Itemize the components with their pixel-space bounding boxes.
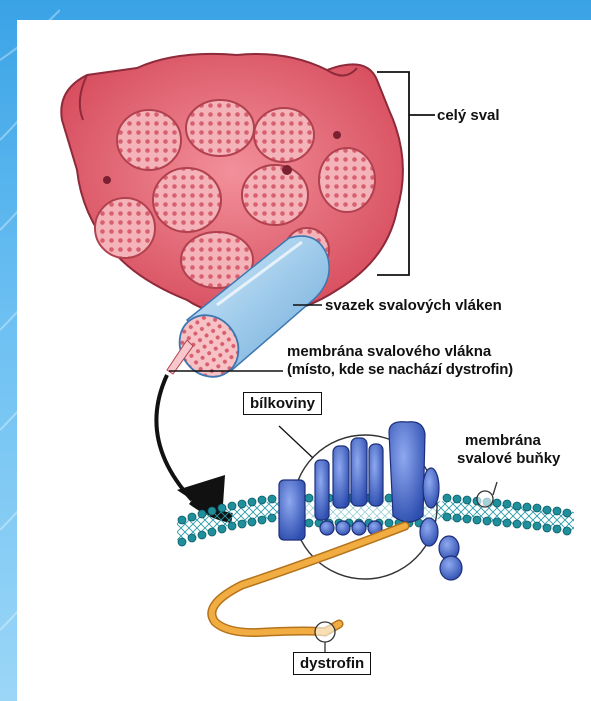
- proteins-leader: [279, 426, 313, 458]
- fascicle: [95, 198, 155, 258]
- label-cell-membrane-line2: svalové buňky: [457, 450, 560, 467]
- whole-muscle: [61, 54, 403, 317]
- label-fiber-bundle: svazek svalových vláken: [325, 297, 502, 314]
- curved-arrow: [156, 375, 232, 520]
- diagram-panel: celý sval svazek svalových vláken membrá…: [17, 20, 591, 701]
- label-proteins: bílkoviny: [243, 392, 322, 415]
- fascicle: [186, 100, 254, 156]
- label-cell-membrane-line1: membrána: [465, 432, 541, 449]
- label-fiber-membrane-line1: membrána svalového vlákna: [287, 343, 491, 360]
- fascicle: [117, 110, 181, 170]
- label-whole-muscle: celý sval: [437, 107, 500, 124]
- label-dystrophin: dystrofin: [293, 652, 371, 675]
- fascicle: [254, 108, 314, 162]
- label-fiber-membrane-line2: (místo, kde se nachází dystrofin): [287, 361, 513, 378]
- fascicle: [319, 148, 375, 212]
- fascicle: [153, 168, 221, 232]
- fascicle: [242, 165, 308, 225]
